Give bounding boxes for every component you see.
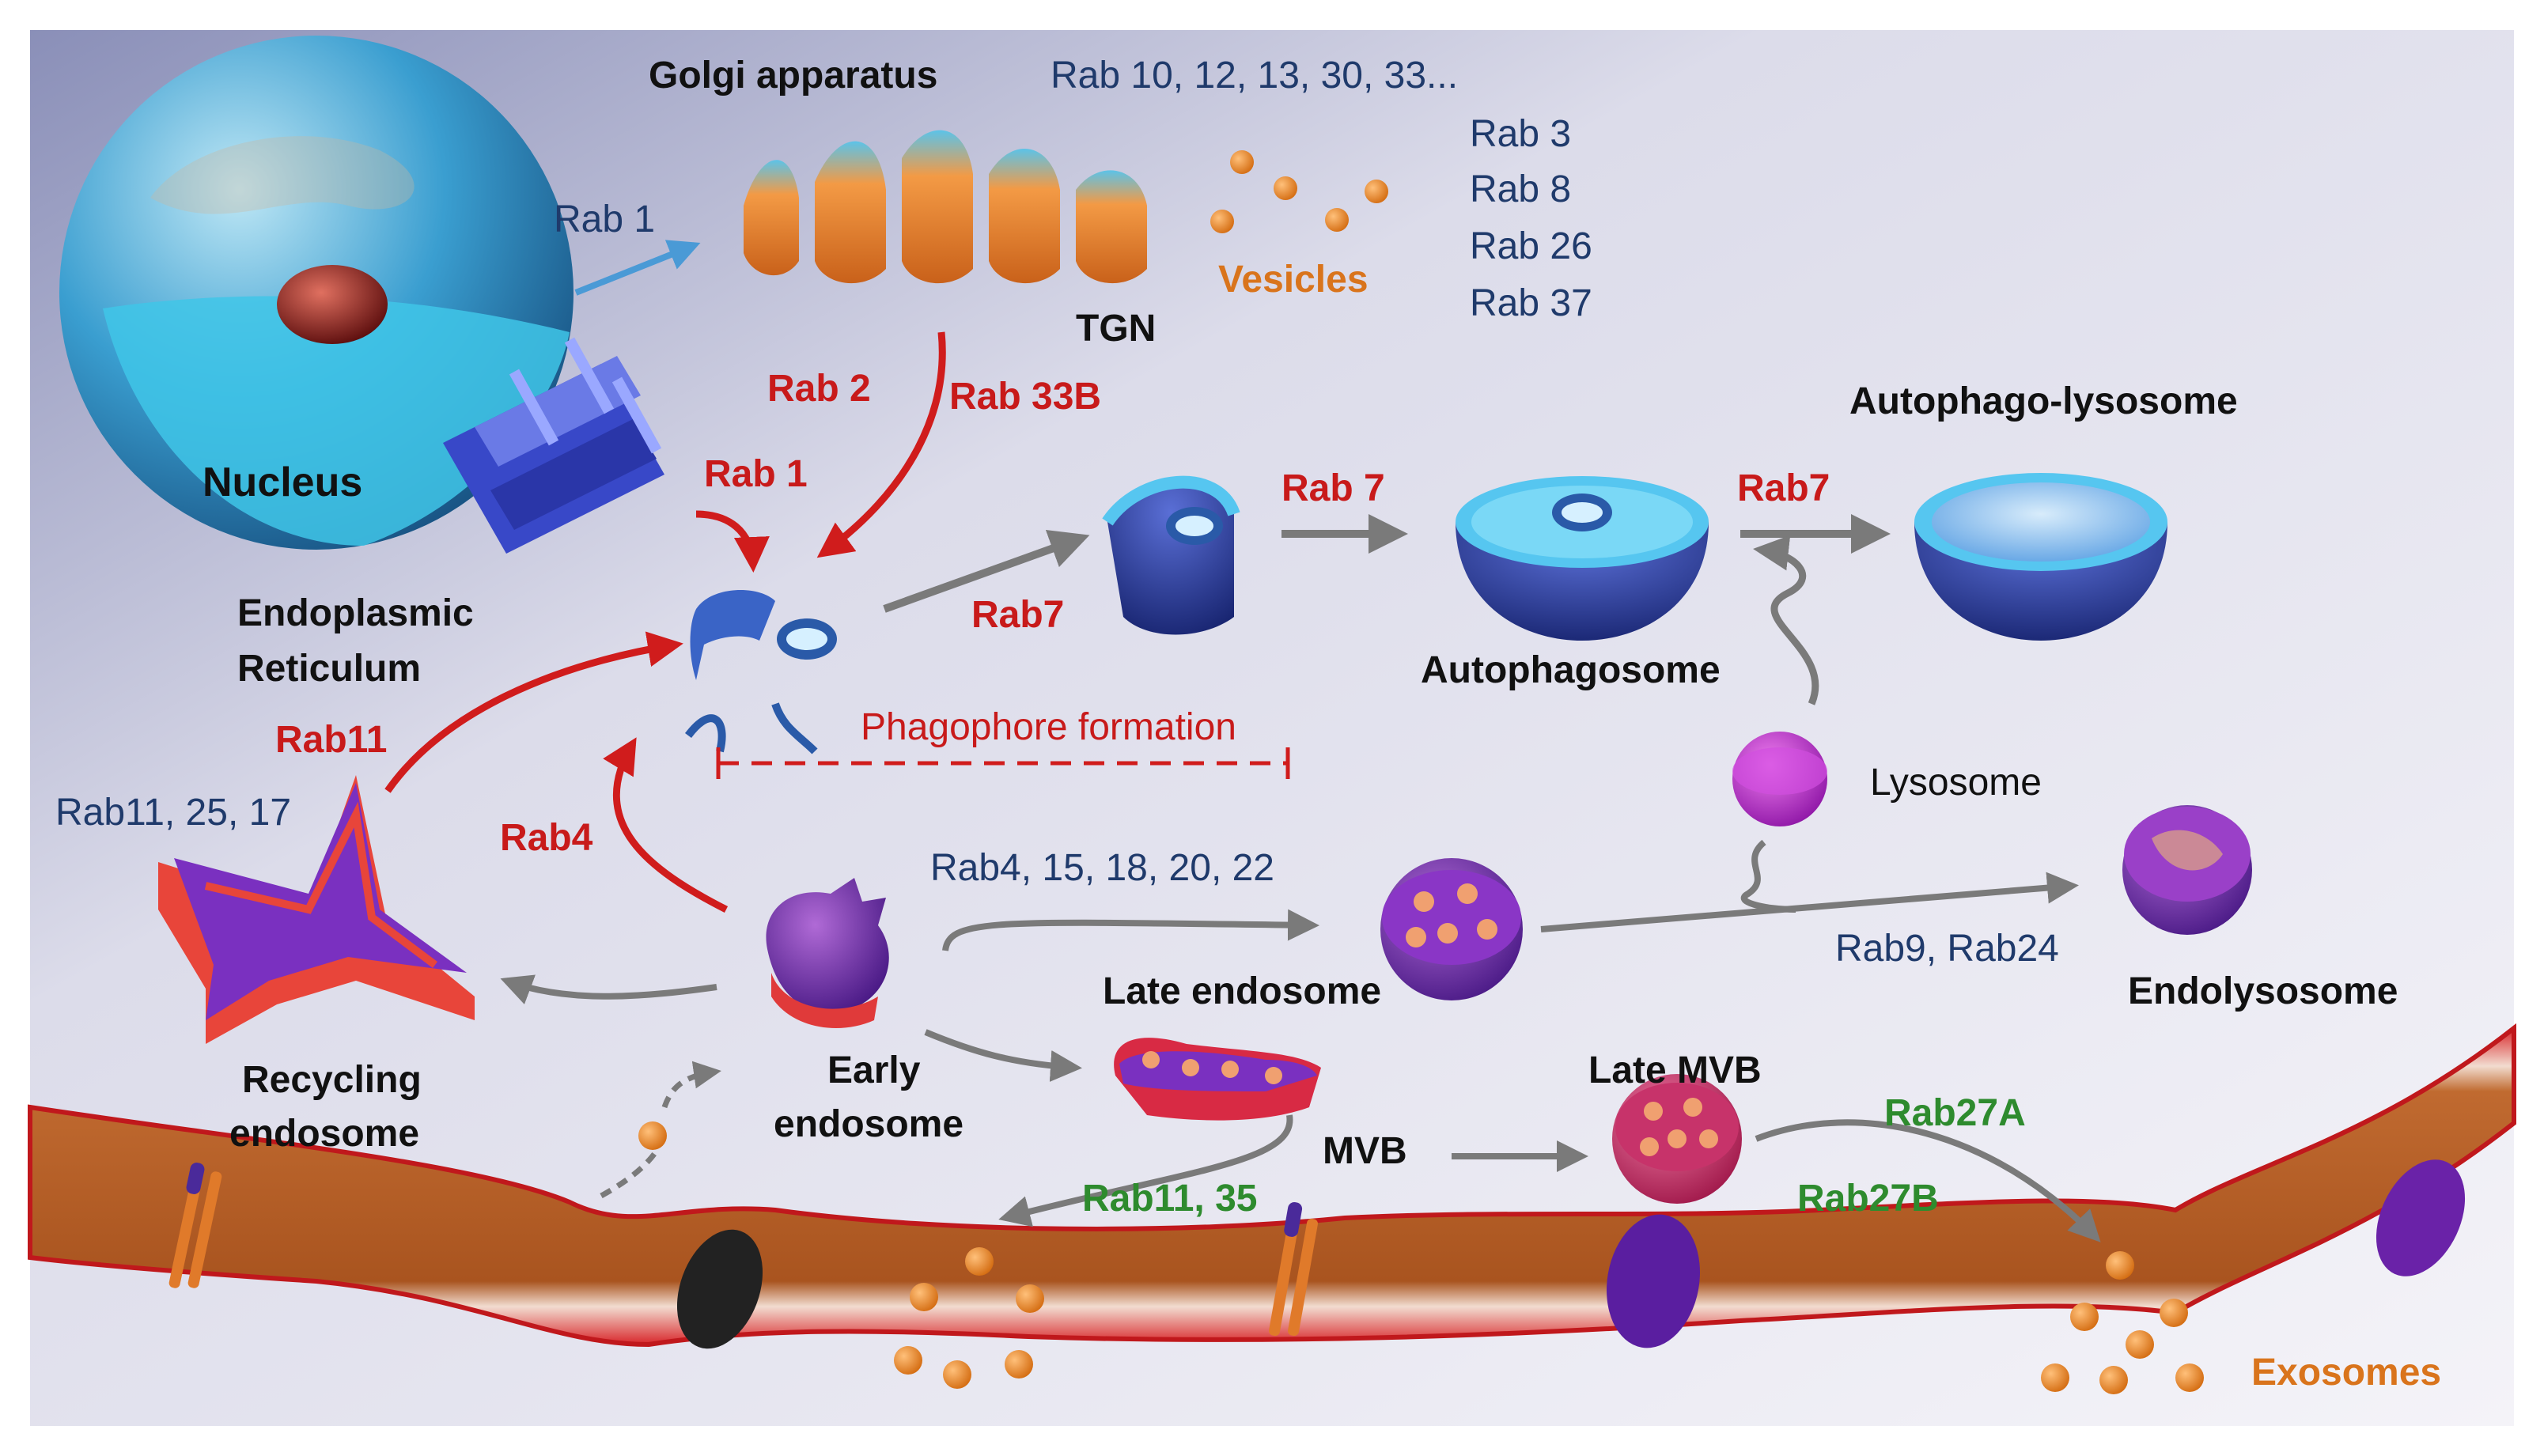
rab-3-label: Rab 3: [1470, 113, 1572, 155]
arrow-rab1-to-golgi: [574, 240, 701, 296]
membrane-channel: [676, 1229, 763, 1349]
exosomes-label: Exosomes: [2251, 1352, 2442, 1394]
rab27b-label: Rab27B: [1797, 1178, 1939, 1220]
endolysosome-label: Endolysosome: [2128, 970, 2398, 1012]
endolysosome: [2122, 805, 2252, 935]
vesicles-label: Vesicles: [1218, 259, 1369, 301]
late-mvb-label: Late MVB: [1588, 1049, 1762, 1091]
rab-26-label: Rab 26: [1470, 225, 1592, 267]
rab-8-label: Rab 8: [1470, 168, 1572, 210]
rab-37-label: Rab 37: [1470, 282, 1592, 324]
rab4-red-label: Rab4: [500, 817, 593, 859]
phagophore-cup: [1102, 475, 1240, 635]
membrane-channel: [1607, 1214, 1700, 1348]
exosome-vesicles: [638, 1121, 2204, 1394]
rab-1-golgi-label: Rab 1: [554, 199, 656, 240]
arrow-early-to-phagophore: [603, 737, 729, 913]
mvb: [1114, 1038, 1321, 1121]
nucleus: [59, 36, 574, 550]
rab-golgi-list-label: Rab 10, 12, 13, 30, 33...: [1051, 55, 1459, 96]
arrow-vesicle-uptake-lower: [600, 1149, 659, 1199]
rab11-35-label: Rab11, 35: [1082, 1178, 1258, 1220]
rab27a-label: Rab27A: [1884, 1092, 2026, 1134]
golgi-apparatus: [744, 130, 1147, 284]
arrow-mvb-to-membrane: [998, 1114, 1293, 1227]
rab7-lysosome-label: Rab7: [1737, 467, 1830, 509]
early-endosome: [766, 878, 889, 1028]
nucleus-label: Nucleus: [203, 459, 363, 505]
arrows: [384, 240, 2101, 1242]
early-endosome-line1: Early: [827, 1049, 921, 1091]
phagophore-formation-label: Phagophore formation: [861, 706, 1236, 748]
arrow-lysosome-fusion: [1753, 535, 1819, 705]
late-mvb: [1612, 1074, 1742, 1204]
autophagosome-label: Autophagosome: [1421, 649, 1721, 691]
arrow-er-to-phagophore: [695, 510, 770, 573]
arrow-golgi-to-phagophore: [816, 331, 946, 558]
arrow-early-to-recycling: [500, 974, 717, 1004]
rab9-rab24-label: Rab9, Rab24: [1835, 928, 2059, 970]
membrane-channel: [2376, 1159, 2466, 1276]
arrow-vesicle-uptake-upper: [661, 1061, 721, 1109]
mvb-label: MVB: [1323, 1130, 1407, 1172]
arrow-lysosome-to-endolysosome: [1740, 839, 1796, 913]
arrow-late-to-endolysosome: [1540, 872, 2079, 932]
early-endosome-line2: endosome: [774, 1103, 964, 1145]
rab-2-label: Rab 2: [767, 368, 871, 410]
rab7-phagophore-label: Rab7: [971, 594, 1065, 636]
membrane-protein: [168, 1163, 222, 1288]
arrow-recycling-to-phagophore: [384, 631, 683, 793]
er-label-line2: Reticulum: [237, 648, 422, 690]
recycling-endosome-line2: endosome: [229, 1113, 420, 1155]
recycling-endosome: [158, 775, 475, 1044]
autophagosome: [1456, 476, 1709, 641]
lysosome-label: Lysosome: [1870, 762, 2042, 804]
golgi-apparatus-label: Golgi apparatus: [649, 55, 938, 96]
arrow-early-to-mvb: [924, 1029, 1082, 1082]
autophago-lysosome-label: Autophago-lysosome: [1849, 380, 2238, 422]
membrane-protein: [1269, 1202, 1318, 1337]
er-label-line1: Endoplasmic: [237, 592, 474, 634]
rab11-25-17-label: Rab11, 25, 17: [55, 792, 292, 834]
rab-33b-label: Rab 33B: [949, 376, 1102, 418]
lysosome: [1732, 732, 1827, 826]
late-endosome: [1380, 858, 1523, 1000]
rab11-red-label: Rab11: [275, 719, 388, 761]
arrow-to-phagophore-cup: [883, 530, 1090, 613]
rab-early-list-label: Rab4, 15, 18, 20, 22: [930, 847, 1274, 889]
rab-7-autophagosome-label: Rab 7: [1281, 467, 1385, 509]
autophago-lysosome: [1914, 473, 2167, 641]
rab-1-er-label: Rab 1: [704, 453, 808, 495]
arrow-late-mvb-to-exosomes: [1755, 1119, 2101, 1242]
arrow-early-to-late: [942, 909, 1319, 951]
golgi-vesicles: [1210, 150, 1388, 233]
tgn-label: TGN: [1076, 308, 1157, 350]
phagophore: [685, 590, 837, 754]
late-endosome-label: Late endosome: [1103, 970, 1382, 1012]
recycling-endosome-line1: Recycling: [242, 1059, 422, 1101]
endoplasmic-reticulum: [443, 337, 664, 554]
